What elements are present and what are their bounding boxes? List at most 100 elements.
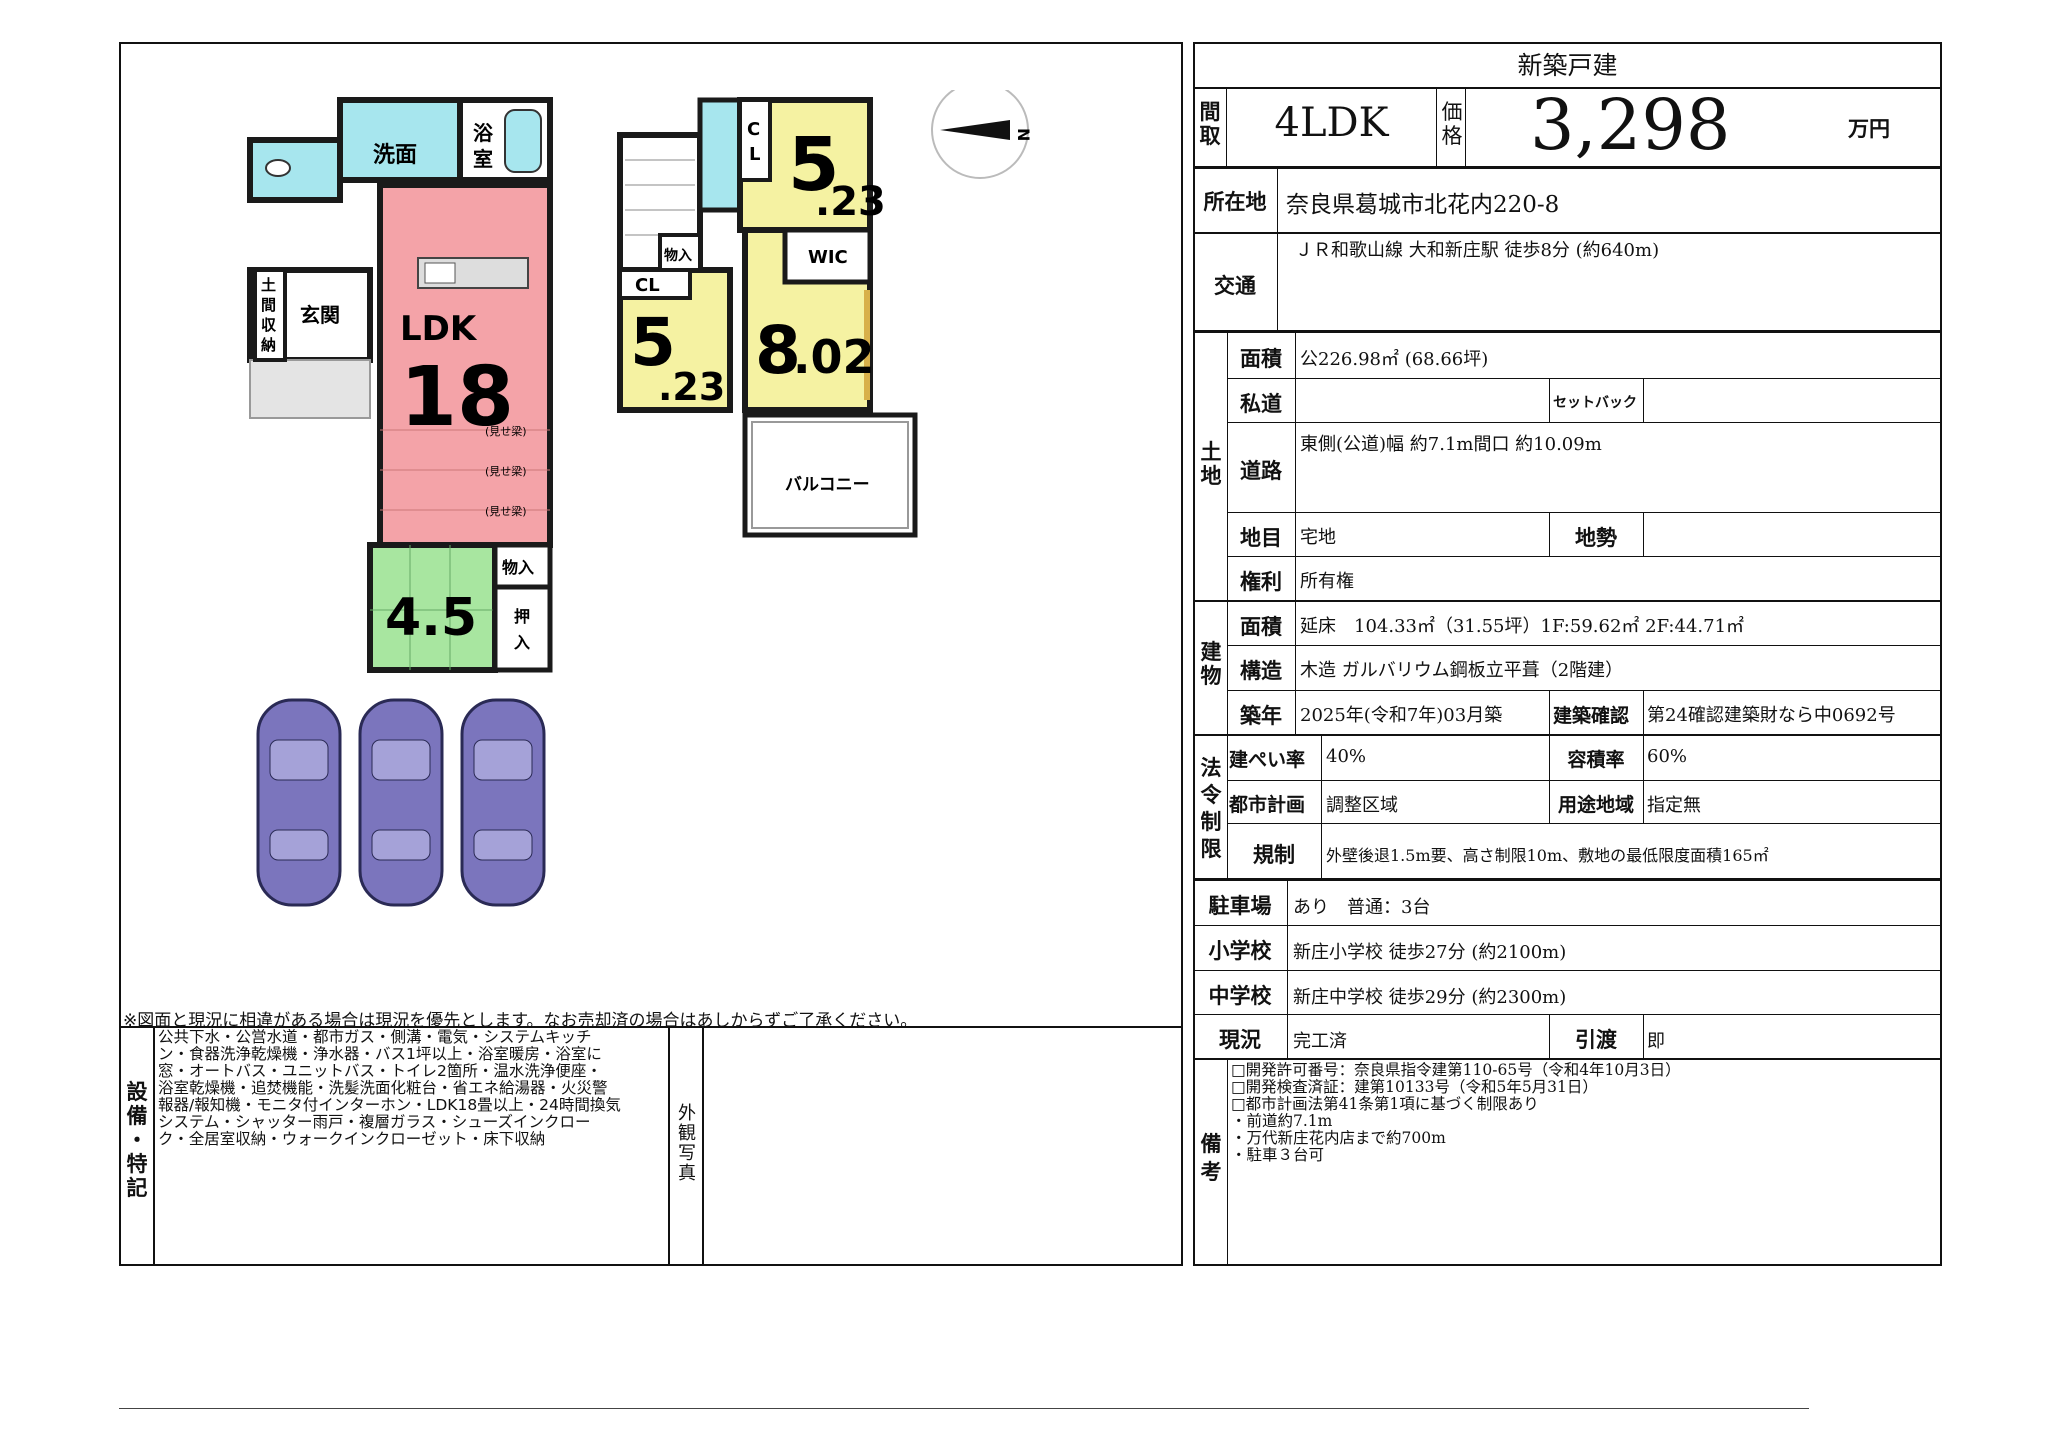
label-cl-a: C	[747, 119, 760, 140]
kisei-label: 規制	[1253, 843, 1295, 867]
label-balcony: バルコニー	[785, 475, 870, 495]
svg-text:押: 押	[514, 607, 530, 626]
label-monoire-2f: 物入	[664, 247, 692, 264]
svg-text:土: 土	[261, 276, 276, 294]
junior-label: 中学校	[1208, 984, 1272, 1008]
equipment-line: ク・全居室収納・ウォークインクローゼット・床下収納	[158, 1130, 546, 1148]
price-label: 価格	[1441, 100, 1463, 148]
kisei-value: 外壁後退1.5m要、高さ制限10m、敷地の最低限度面積165㎡	[1326, 846, 1769, 865]
misebari-3: (見せ梁)	[485, 504, 527, 518]
label-washitsu-size: 4.5	[385, 588, 477, 648]
label-802-major: 8	[755, 312, 801, 389]
car-3	[460, 698, 546, 907]
remarks-line: ・駐車３台可	[1231, 1146, 1325, 1164]
toilet-room	[247, 137, 343, 203]
location-label: 所在地	[1203, 190, 1267, 214]
senmen-room	[337, 97, 463, 183]
wic	[782, 227, 873, 285]
remarks-list: □開発許可番号：奈良県指令建第110-65号（令和4年10月3日）□開発検査済証…	[1231, 1062, 1681, 1164]
built-value: 2025年(令和7年)03月築	[1300, 705, 1503, 726]
remarks-line: ・万代新庄花内店まで約700m	[1231, 1129, 1446, 1147]
land-area-value: 公226.98㎡ (68.66坪)	[1300, 349, 1489, 370]
kenpei-value: 40%	[1326, 746, 1367, 767]
remarks-line: □開発許可番号：奈良県指令建第110-65号（令和4年10月3日）	[1231, 1061, 1681, 1079]
rights-label: 権利	[1240, 570, 1282, 594]
price-unit: 万円	[1848, 117, 1890, 141]
equipment-label: 設備・特記	[126, 1080, 148, 1200]
label-523-a-minor: .23	[815, 179, 886, 225]
access-label: 交通	[1214, 274, 1256, 298]
label-523-b-minor: .23	[658, 365, 725, 409]
remarks-line: ・前道約7.1m	[1231, 1112, 1333, 1130]
elementary-value: 新庄小学校 徒歩27分 (約2100m)	[1293, 942, 1567, 963]
status-label: 現況	[1219, 1028, 1261, 1052]
label-yokushitsu-1: 浴	[473, 121, 494, 145]
built-label: 築年	[1240, 704, 1282, 728]
location-value: 奈良県葛城市北花内220-8	[1286, 192, 1560, 218]
svg-text:間: 間	[261, 296, 276, 314]
equipment-line: 公共下水・公営水道・都市ガス・側溝・電気・システムキッチ	[158, 1028, 592, 1046]
floor-plan: N 洗面 浴 室 玄関 土 間 収 納 LDK 18 (見せ梁) (見せ梁) (…	[247, 90, 1033, 907]
washitsu-room	[367, 542, 498, 673]
equipment-line: 窓・オートバス・ユニットバス・トイレ2箇所・温水洗浄便座・	[158, 1062, 602, 1080]
north-label: N	[1014, 128, 1033, 141]
building-area-label: 面積	[1240, 615, 1282, 639]
oshiire	[492, 584, 553, 673]
parking-label: 駐車場	[1208, 894, 1272, 918]
structure-value: 木造 ガルバリウム鋼板立平葺（2階建）	[1300, 660, 1624, 681]
youseki-label: 容積率	[1567, 749, 1625, 771]
parking-value: あり 普通：3台	[1293, 897, 1431, 918]
structure-label: 構造	[1240, 659, 1282, 683]
chimoku-value: 宅地	[1300, 527, 1336, 548]
land-label: 土地	[1200, 440, 1222, 488]
setback-label: セットバック	[1553, 395, 1637, 411]
label-523-a-major: 5	[788, 122, 840, 208]
law-label: 法令制限	[1200, 756, 1222, 861]
land-area-label: 面積	[1240, 347, 1282, 371]
price-value: 3,298	[1530, 84, 1731, 166]
hikiwatashi-label: 引渡	[1575, 1028, 1617, 1052]
label-yokushitsu-2: 室	[473, 147, 493, 171]
rights-value: 所有権	[1300, 571, 1354, 592]
car-1	[256, 698, 342, 907]
svg-text:収: 収	[261, 316, 277, 334]
chimoku-label: 地目	[1240, 526, 1282, 550]
cl-b	[618, 268, 692, 300]
equipment-box	[119, 1026, 1183, 1266]
info-panel	[1193, 42, 1942, 1266]
equipment-line: システム・シャッター雨戸・複層ガラス・シューズインクロー	[158, 1113, 591, 1131]
confirm-label: 建築確認	[1553, 705, 1630, 727]
equipment-line: 報器/報知機・モニタ付インターホン・LDK18畳以上・24時間換気	[158, 1096, 621, 1114]
equipment-line: ン・食器洗浄乾燥機・浄水器・バス1坪以上・浴室暖房・浴室に	[158, 1045, 602, 1063]
svg-text:納: 納	[261, 336, 276, 354]
monoire-2f	[658, 233, 702, 272]
label-wic: WIC	[808, 247, 848, 268]
label-523-b-major: 5	[630, 304, 676, 381]
label-monoire: 物入	[502, 558, 534, 577]
status-value: 完工済	[1293, 1031, 1347, 1052]
madori-value: 4LDK	[1274, 100, 1389, 146]
madori-label: 間取	[1199, 100, 1221, 148]
label-cl-b: CL	[635, 275, 660, 296]
building-label: 建物	[1200, 640, 1222, 688]
road-value: 東側(公道)幅 約7.1m間口 約10.09m	[1300, 434, 1602, 455]
label-senmen: 洗面	[373, 143, 417, 168]
remarks-line: □都市計画法第41条第1項に基づく制限あり	[1231, 1095, 1539, 1113]
building-area-value: 延床 104.33㎡（31.55坪）1F:59.62㎡ 2F:44.71㎡	[1300, 616, 1745, 637]
youseki-value: 60%	[1647, 746, 1688, 767]
floorplan-panel	[119, 42, 1183, 1266]
svg-text:入: 入	[514, 633, 530, 652]
misebari-2: (見せ梁)	[485, 464, 527, 478]
chisei-label: 地勢	[1575, 526, 1617, 550]
bottom-rule	[119, 1408, 1809, 1409]
road-label: 道路	[1240, 459, 1282, 483]
label-ldk: LDK	[400, 309, 478, 349]
junior-value: 新庄中学校 徒歩29分 (約2300m)	[1293, 987, 1567, 1008]
remarks-line: □開発検査済証：建第10133号（令和5年5月31日）	[1231, 1078, 1598, 1096]
cl-a	[738, 98, 772, 182]
equipment-list: 公共下水・公営水道・都市ガス・側溝・電気・システムキッチン・食器洗浄乾燥機・浄水…	[158, 1029, 663, 1148]
exterior-label: 外観写真	[678, 1103, 696, 1184]
youto-value: 指定無	[1647, 795, 1701, 816]
elementary-label: 小学校	[1208, 939, 1272, 963]
label-ldk-size: 18	[400, 350, 514, 445]
